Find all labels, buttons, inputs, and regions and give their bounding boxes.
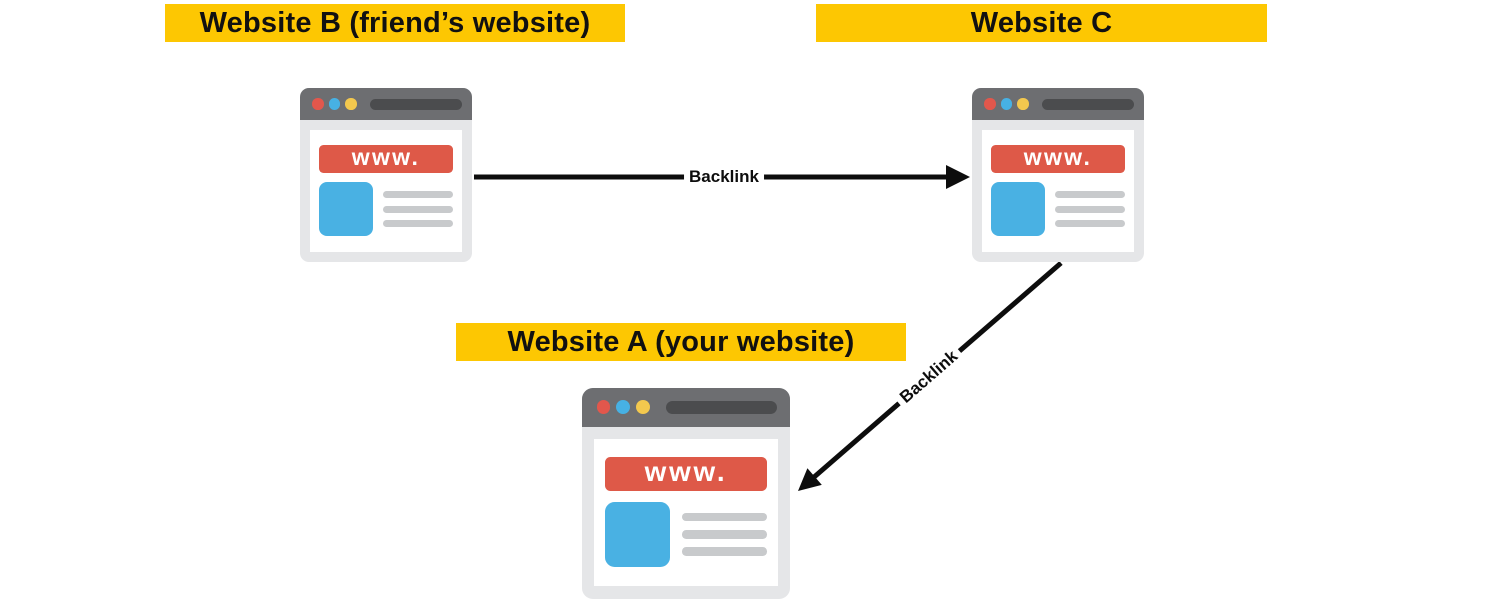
window-dot-yellow-icon: [636, 400, 651, 415]
text-line: [383, 205, 453, 213]
address-bar: [369, 98, 462, 110]
text-line: [682, 530, 768, 539]
browser-window-website-c: www.: [972, 88, 1144, 262]
backlink-label-b-to-c: Backlink: [684, 167, 764, 187]
window-dot-blue-icon: [1000, 98, 1012, 110]
image-placeholder: [604, 501, 671, 568]
page-content: www.: [982, 130, 1134, 252]
text-line: [682, 547, 768, 556]
window-dot-red-icon: [984, 98, 996, 110]
url-banner-text: www.: [644, 455, 728, 487]
text-line: [682, 512, 768, 522]
window-dot-blue-icon: [616, 400, 631, 415]
page-content: www.: [310, 130, 462, 252]
address-bar: [666, 400, 778, 414]
text-lines: [383, 182, 453, 236]
text-line: [383, 219, 453, 227]
text-lines: [1055, 182, 1125, 236]
window-dot-blue-icon: [328, 98, 340, 110]
label-website-c: Website C: [816, 4, 1267, 42]
url-banner: www.: [991, 145, 1125, 173]
browser-titlebar: [972, 88, 1144, 120]
url-banner-text: www.: [1023, 143, 1093, 170]
browser-window-website-b: www.: [300, 88, 472, 262]
address-bar: [1041, 98, 1134, 110]
url-banner-text: www.: [351, 143, 421, 170]
text-line: [1055, 205, 1125, 213]
browser-window-website-a: www.: [582, 388, 791, 599]
window-dot-yellow-icon: [1017, 98, 1029, 110]
url-banner: www.: [604, 455, 768, 491]
image-placeholder: [319, 182, 373, 236]
text-line: [383, 191, 453, 199]
browser-titlebar: [300, 88, 472, 120]
text-line: [1055, 191, 1125, 199]
image-placeholder: [991, 182, 1045, 236]
page-content: www.: [594, 438, 779, 587]
window-dot-red-icon: [596, 400, 611, 415]
window-dot-yellow-icon: [345, 98, 357, 110]
label-website-a: Website A (your website): [456, 323, 906, 361]
window-dot-red-icon: [312, 98, 324, 110]
label-website-b: Website B (friend’s website): [165, 4, 625, 42]
browser-titlebar: [582, 388, 791, 427]
text-line: [1055, 219, 1125, 227]
url-banner: www.: [319, 145, 453, 173]
text-lines: [682, 502, 768, 567]
